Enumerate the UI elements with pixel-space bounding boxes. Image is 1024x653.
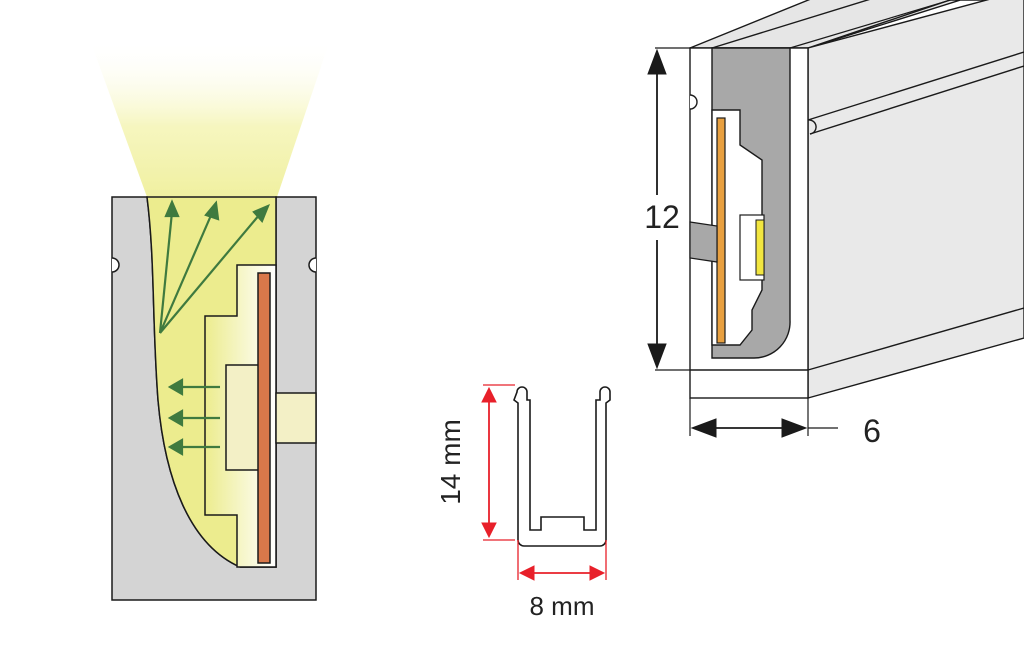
strip-pcb [716, 117, 726, 344]
green-arrow-light-ray [158, 199, 271, 334]
height-dimension [481, 384, 515, 541]
u-profile-shape [513, 386, 611, 547]
side-window [275, 392, 317, 444]
strip-height-dimension [647, 47, 690, 371]
profile-height-label: 14 mm [435, 419, 466, 505]
pcb-strip [257, 272, 271, 564]
side-groove [807, 51, 1024, 135]
strip-width-dimension [689, 398, 838, 438]
strip-height-label: 12 [644, 199, 680, 235]
u-profile-view: 14 mm 8 mm [435, 384, 611, 621]
right-notch [308, 257, 317, 273]
green-arrow-side-emission [167, 378, 220, 456]
width-dimension [517, 540, 607, 581]
3d-strip-view: 12 6 [644, 0, 1024, 449]
left-notch [111, 257, 120, 273]
cross-section-view [90, 40, 330, 601]
light-beam [90, 40, 330, 197]
profile-width-label: 8 mm [530, 591, 595, 621]
led-chip [225, 364, 261, 471]
strip-side-window [689, 221, 718, 263]
strip-width-label: 6 [863, 413, 881, 449]
